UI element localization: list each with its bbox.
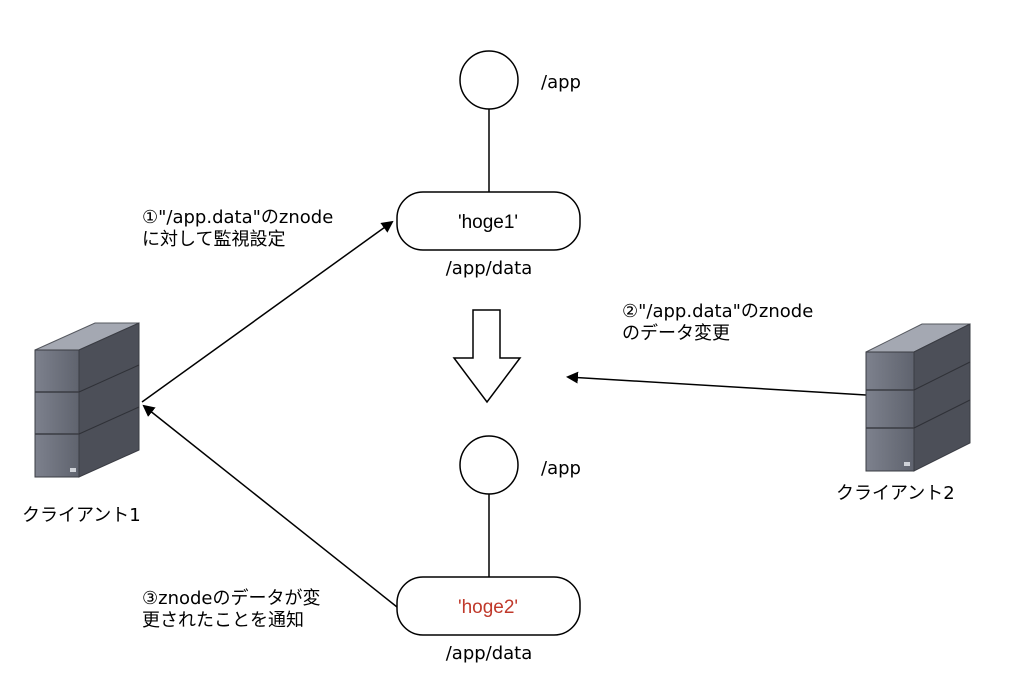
bottom-data-node — [396, 576, 581, 636]
client1-label: クライアント1 — [22, 505, 141, 526]
top-root-node — [459, 50, 519, 110]
update-arrow — [566, 371, 867, 396]
client2-label: クライアント2 — [836, 483, 955, 504]
step3-line2: 更されたことを通知 — [142, 610, 304, 631]
step1-line2: に対して監視設定 — [142, 229, 285, 250]
bottom-data-node-path: /app/data — [446, 643, 533, 664]
step1-annotation: ①"/app.data"のznode に対して監視設定 — [142, 207, 339, 250]
watch-arrow — [141, 220, 394, 403]
transition-down-arrow — [452, 309, 522, 404]
notify-arrow — [142, 404, 398, 608]
bottom-root-label: /app — [541, 458, 581, 479]
bottom-data-node-value: 'hoge2' — [458, 597, 518, 618]
step1-line1: ①"/app.data"のznode — [142, 207, 333, 228]
step3-line1: ③znodeのデータが変 — [142, 588, 321, 609]
step3-annotation: ③znodeのデータが変 更されたことを通知 — [142, 588, 326, 631]
bottom-root-node — [459, 435, 519, 495]
top-data-node-path: /app/data — [446, 258, 533, 279]
top-data-node — [396, 191, 581, 251]
client2-server-icon — [865, 323, 971, 472]
step2-line2: のデータ変更 — [622, 323, 730, 344]
step2-annotation: ②"/app.data"のznode のデータ変更 — [622, 301, 819, 344]
step2-line1: ②"/app.data"のznode — [622, 301, 813, 322]
top-data-node-value: 'hoge1' — [458, 212, 518, 233]
client1-server-icon — [34, 322, 140, 478]
top-root-label: /app — [541, 72, 581, 93]
